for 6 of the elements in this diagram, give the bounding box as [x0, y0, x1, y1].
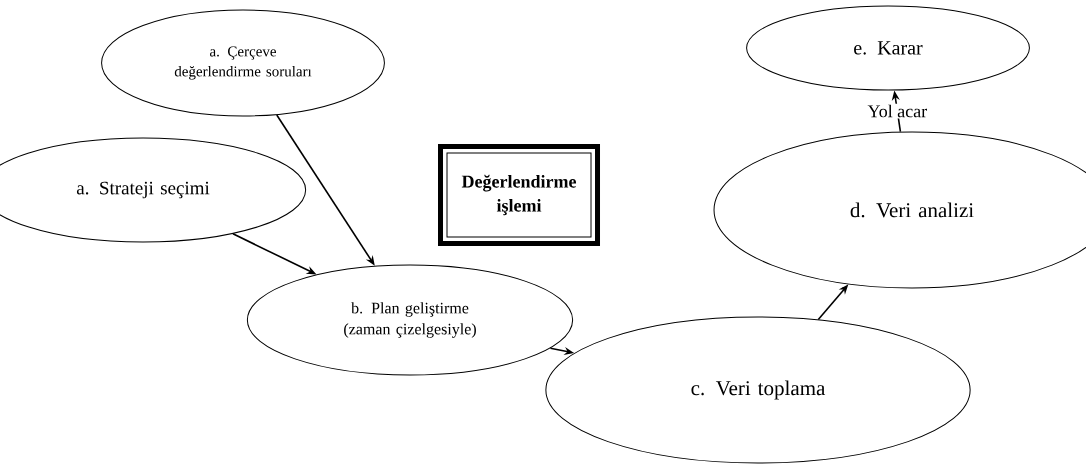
ellipse-node: c. Veri toplama — [545, 316, 971, 464]
edge-label: Yol acar — [866, 103, 929, 119]
ellipse-node: b. Plan geliştirme (zaman çizelgesiyle) — [246, 264, 574, 376]
ellipse-node: a. Çerçeve değerlendirme soruları — [101, 9, 385, 117]
ellipse-node: e. Karar — [746, 5, 1030, 91]
framed-box: Değerlendirme işlemi — [438, 144, 600, 246]
